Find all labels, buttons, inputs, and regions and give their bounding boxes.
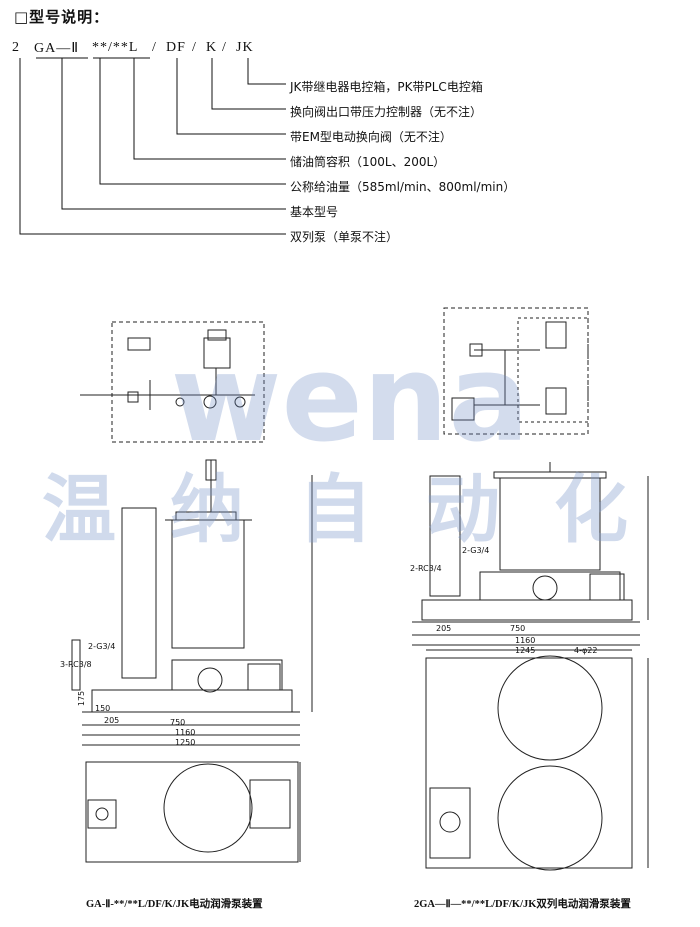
left-dim-205: 205 <box>104 716 120 725</box>
right-dim-205: 205 <box>436 624 452 633</box>
left-drawing-caption: GA-Ⅱ-**/**L/DF/K/JK电动润滑泵装置 <box>86 899 263 910</box>
leader-volume <box>133 58 286 160</box>
right-dim-g34: 2-G3/4 <box>462 546 490 555</box>
code-part-dual: 2 <box>12 40 20 55</box>
right-plan-base <box>425 657 633 869</box>
leader-jk <box>247 58 286 85</box>
code-part-slash-3: / <box>222 40 227 55</box>
left-schematic-box <box>111 321 265 443</box>
right-plan-tank-bottom <box>497 765 603 871</box>
code-part-k: K <box>206 40 218 55</box>
watermark-char-4: 动 <box>426 467 500 553</box>
right-schematic-control <box>451 397 475 421</box>
watermark-char-5: 化 <box>554 467 628 553</box>
desc-jk: JK带继电器电控箱，PK带PLC电控箱 <box>290 80 483 94</box>
watermark-char-2: 纳 <box>170 467 244 553</box>
code-part-volume: **/**L <box>92 40 139 55</box>
left-dim-175: 175 <box>77 690 87 707</box>
leader-df <box>176 58 286 135</box>
watermark-latin: wena <box>171 330 530 469</box>
left-dim-rc38: 3-RC3/8 <box>60 660 92 669</box>
desc-dual: 双列泵（单泵不注） <box>290 230 399 244</box>
desc-k: 换向阀出口带压力控制器（无不注） <box>290 105 483 119</box>
leader-k <box>211 58 286 110</box>
left-control-column <box>121 507 157 679</box>
code-part-jk: JK <box>236 40 254 55</box>
left-dim-150: 150 <box>95 704 111 713</box>
left-schematic-label-box <box>127 337 151 351</box>
code-part-df: DF <box>166 40 186 55</box>
left-plan-tank <box>163 763 253 853</box>
watermark-char-3: 自 <box>298 467 372 553</box>
right-dim-1160: 1160 <box>515 636 536 645</box>
desc-df: 带EM型电动换向阀（无不注） <box>290 130 452 144</box>
code-part-slash-1: / <box>152 40 157 55</box>
section-title: □型号说明： <box>14 8 110 26</box>
watermark-char-1: 温 <box>42 467 116 553</box>
right-dim-rc34: 2-RC3/4 <box>410 564 442 573</box>
code-part-base: GA—Ⅱ <box>34 41 80 56</box>
right-dim-750: 750 <box>510 624 526 633</box>
right-plan-tank-top <box>497 655 603 761</box>
left-dim-1160: 1160 <box>175 728 196 737</box>
leader-flow <box>99 58 286 185</box>
right-control-column <box>429 475 461 597</box>
left-dim-750: 750 <box>170 718 186 727</box>
left-plan-base <box>85 761 299 863</box>
left-schematic-reservoir <box>203 337 231 369</box>
right-drawing-caption: 2GA—Ⅱ—**/**L/DF/K/JK双列电动润滑泵装置 <box>414 899 631 910</box>
left-dim-1250: 1250 <box>175 738 196 747</box>
desc-flow: 公称给油量（585ml/min、800ml/min） <box>290 180 516 194</box>
right-dim-22: 4-φ22 <box>574 646 598 655</box>
desc-base: 基本型号 <box>290 205 339 219</box>
leader-base <box>61 58 286 210</box>
left-dim-g34: 2-G3/4 <box>88 642 116 651</box>
right-base-frame <box>421 599 633 621</box>
code-part-slash-2: / <box>192 40 197 55</box>
leader-dual <box>19 58 286 235</box>
right-dim-1245: 1245 <box>515 646 536 655</box>
desc-volume: 储油筒容积（100L、200L） <box>290 155 446 169</box>
